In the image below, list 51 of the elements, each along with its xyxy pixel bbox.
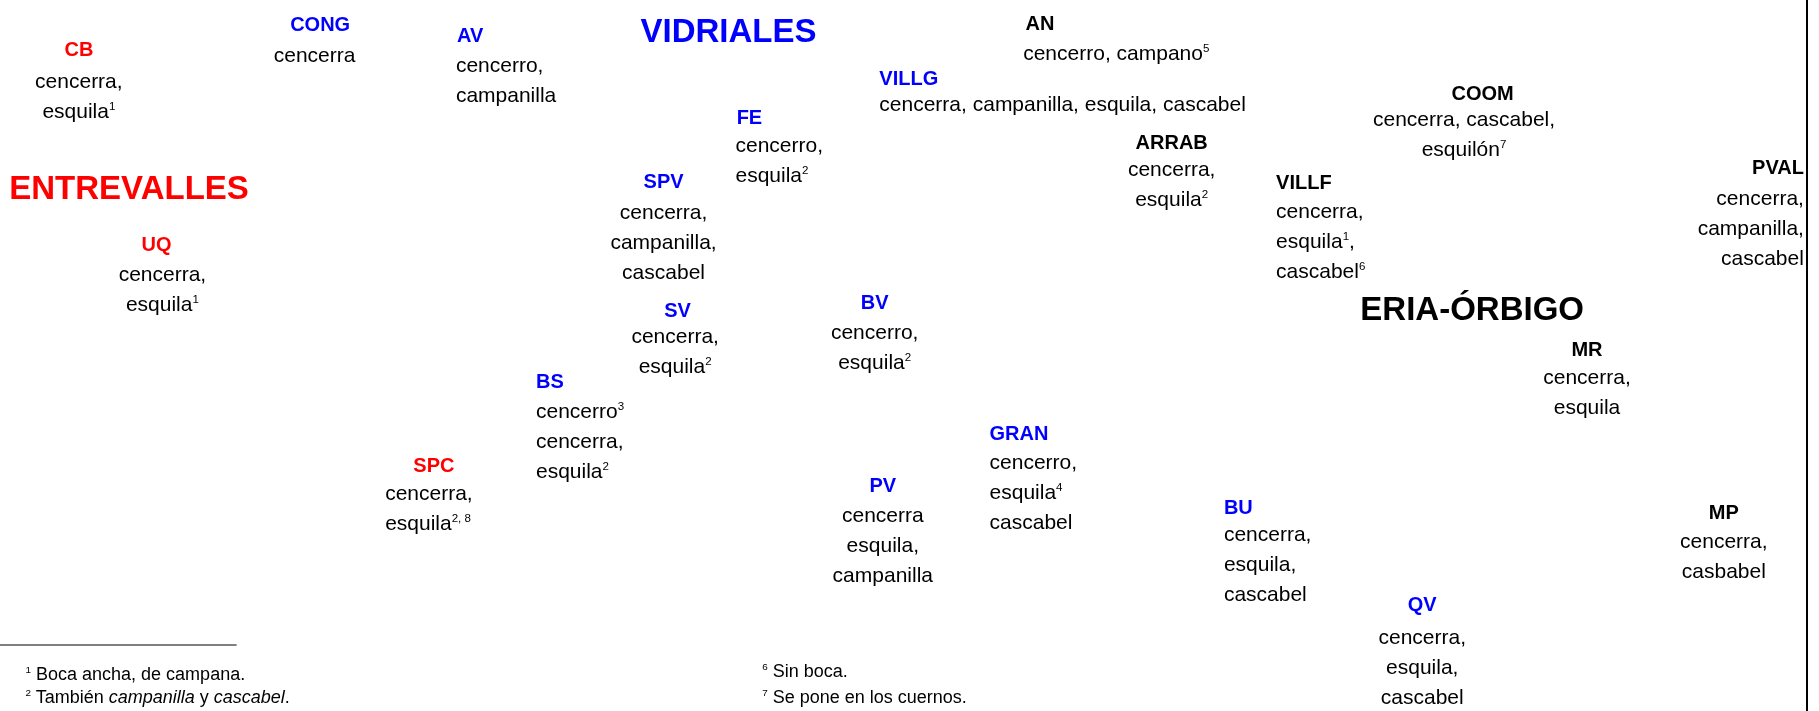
place-code: QV (1407, 592, 1437, 618)
bell-type-list: cencerra, campanilla, esquila, cascabel (879, 89, 1300, 120)
place-code: MR (1571, 337, 1603, 363)
footnote: $^{1}$ Boca ancha, de campana. (25, 662, 246, 686)
place-code: PV (869, 472, 897, 498)
bell-type-list: cencerra, casbabel (1663, 525, 1784, 586)
bell-type-list: cencerra, esquila$^{1}$, cascabel$^{6}$ (1276, 196, 1397, 287)
bell-type-list: cencerra, campanilla, cascabel (603, 197, 724, 288)
place-code: SPV (643, 168, 684, 194)
bell-type-list: cencerro, esquila$^{4}$ cascabel (989, 446, 1110, 537)
place-code: COOM (1451, 80, 1514, 106)
bell-type-list: cencerro, esquila$^{2}$ (735, 130, 856, 190)
footnote: $^{7}$ Se pone en los cuernos. (762, 685, 967, 709)
place-code: SV (664, 297, 691, 323)
region-name: ENTREVALLES (9, 167, 249, 208)
bell-type-list: cencerra, esquila, cascabel (1362, 621, 1483, 711)
bell-type-list: cencerra, cascabel, esquilón$^{7}$ (1364, 104, 1564, 165)
place-code: AV (457, 22, 484, 48)
footnote: $^{2}$ También campanilla y cascabel. (25, 685, 290, 709)
place-code: GRAN (989, 420, 1049, 446)
place-code: FE (736, 105, 763, 131)
bell-type-list: cencerro, campanilla (455, 49, 576, 110)
place-code: CONG (290, 12, 351, 38)
bell-type-list: cencerra, esquila, cascabel (1223, 518, 1344, 609)
bell-type-list: cencerro$^{3}$ cencerra, esquila$^{2}$ (535, 395, 656, 486)
place-code: MP (1708, 499, 1739, 525)
place-code: VILLF (1276, 170, 1332, 196)
bell-type-list: cencerra, campanilla, cascabel (1683, 183, 1804, 274)
bell-type-list: cencerra, esquila$^{1}$ (102, 258, 223, 319)
bell-type-list: cencerro, campano$^{5}$ (1023, 38, 1284, 69)
place-code: BS (535, 368, 564, 394)
region-name: VIDRIALES (640, 11, 817, 52)
bell-type-list: cencerra esquila, campanilla (822, 500, 943, 591)
bell-type-list: cencerra, esquila (1527, 362, 1647, 422)
place-code: BV (860, 289, 889, 315)
footnote: $^{6}$ Sin boca. (762, 660, 848, 684)
place-code: ARRAB (1135, 129, 1208, 155)
bell-type-list: cencerro, esquila$^{2}$ (814, 316, 935, 377)
place-code: PVAL (1752, 155, 1804, 181)
place-code: AN (1025, 11, 1055, 37)
place-code: VILLG (879, 65, 939, 91)
place-code: CB (64, 36, 94, 62)
place-code: SPC (413, 453, 455, 479)
bell-type-list: cencerra, esquila$^{2, 8}$ (385, 478, 506, 539)
region-name: ERIA-ÓRBIGO (1360, 288, 1584, 329)
bell-type-list: cencerra, esquila$^{2}$ (615, 321, 736, 382)
place-code: UQ (141, 231, 172, 257)
place-code: BU (1223, 494, 1253, 520)
bell-type-list: cencerra (273, 39, 394, 70)
bell-type-list: cencerra, esquila$^{2}$ (1111, 154, 1232, 215)
bell-type-list: cencerra, esquila$^{1}$ (18, 66, 139, 127)
